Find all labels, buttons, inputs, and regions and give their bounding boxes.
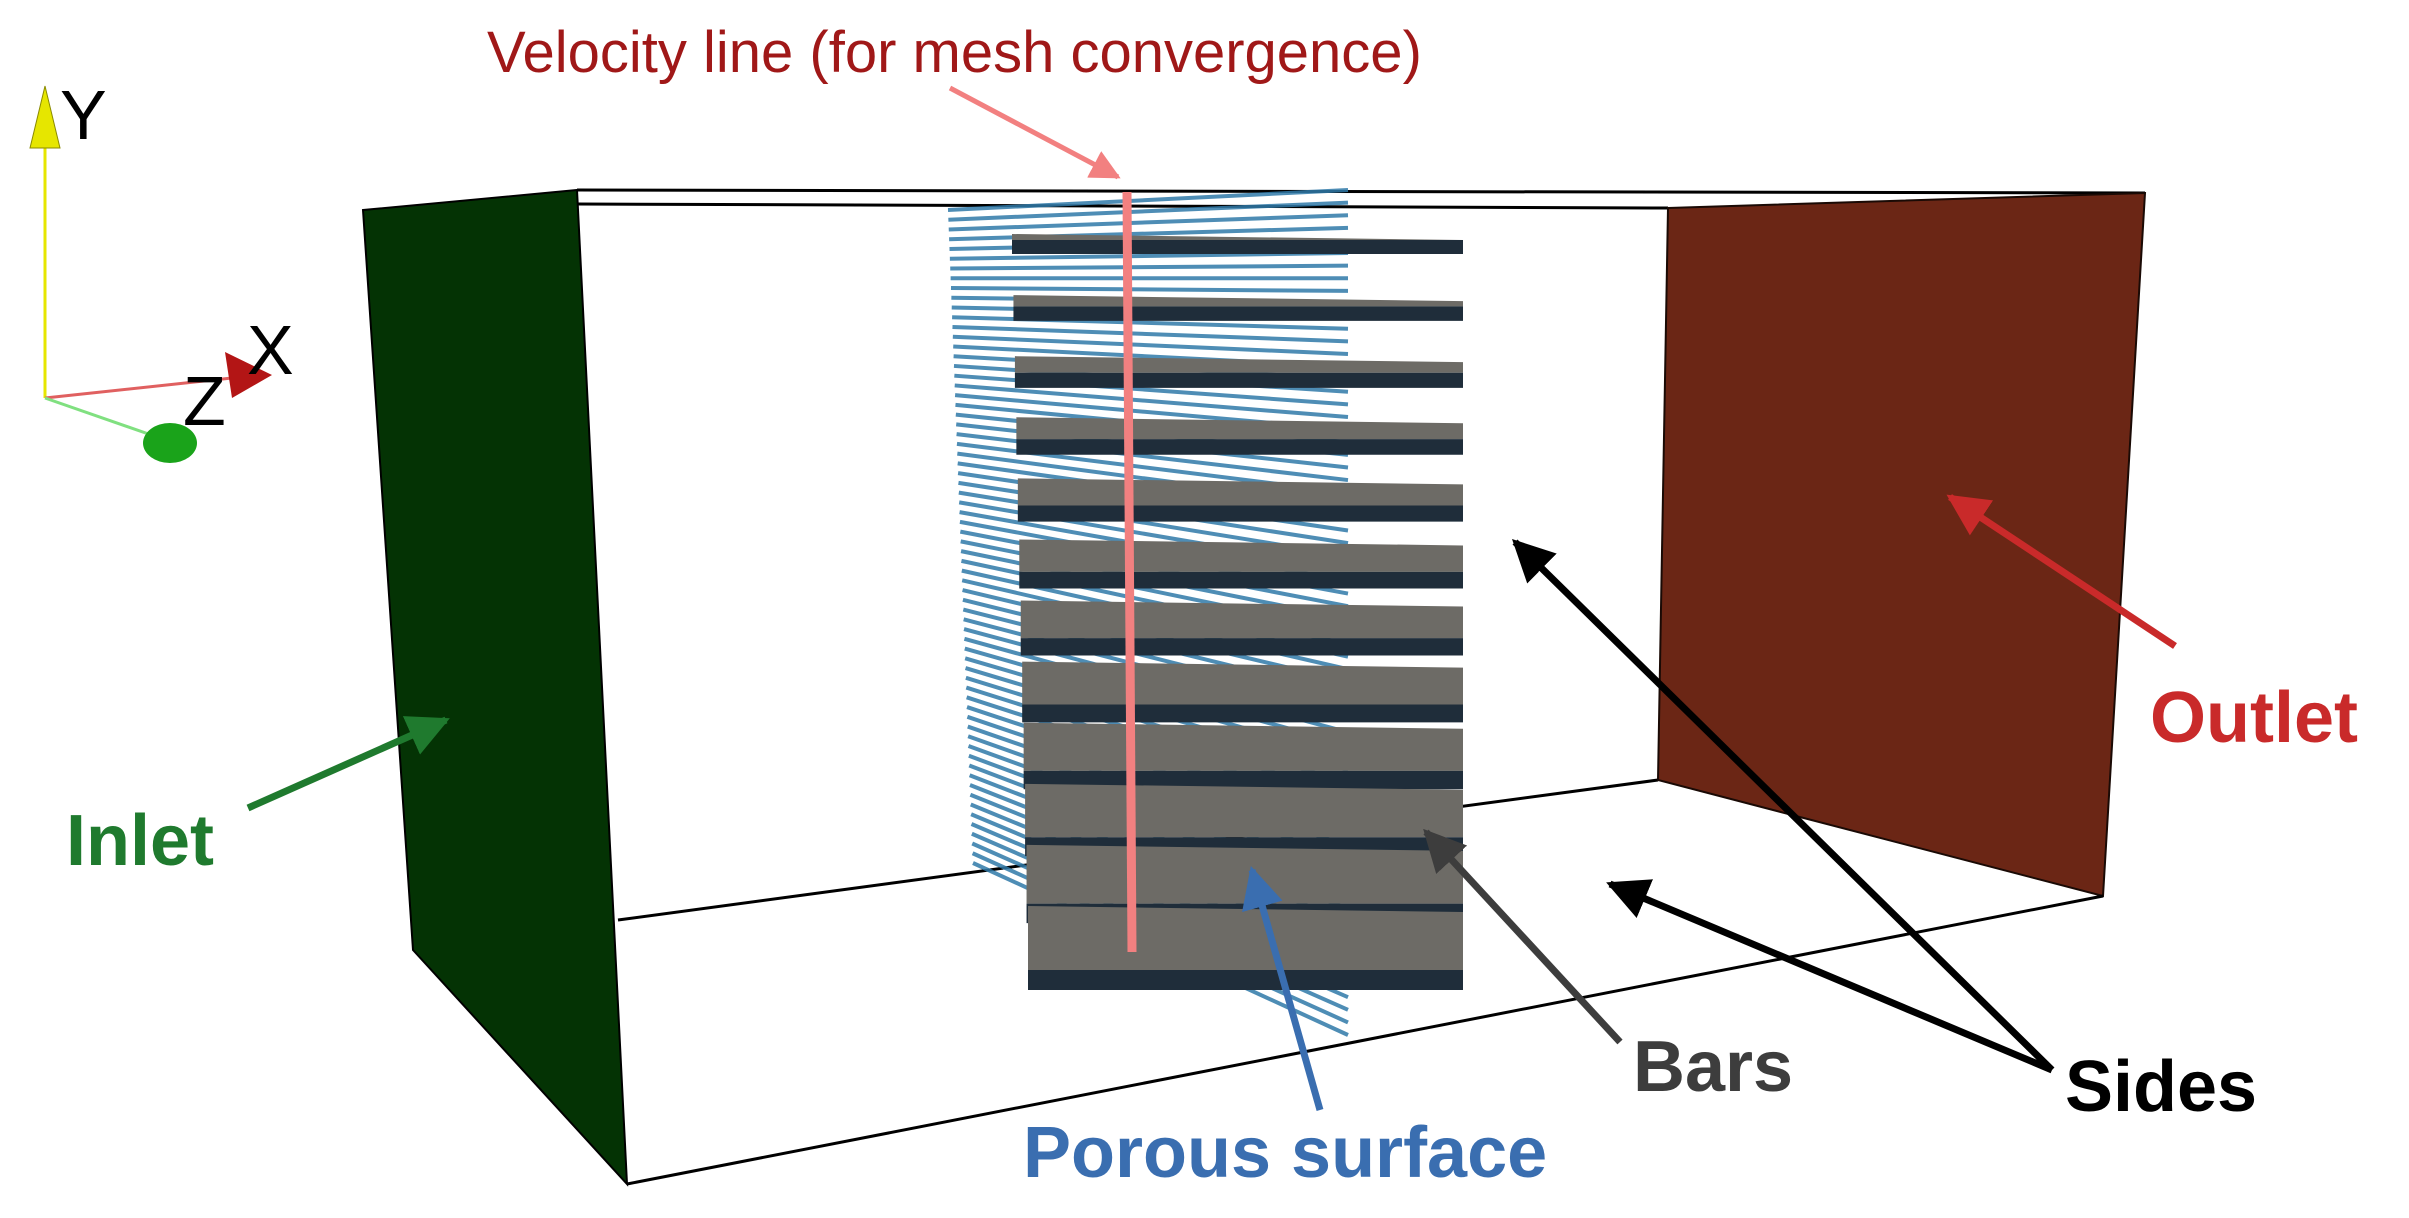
- axis-x-line: [44, 376, 233, 400]
- velocity-arrow: [948, 85, 1121, 180]
- bar: [1019, 539, 1463, 589]
- bars-arrow: [1423, 828, 1623, 1045]
- inlet-label: Inlet: [66, 801, 215, 881]
- bar: [1025, 783, 1463, 857]
- bar: [1016, 417, 1463, 455]
- bar-top-face: [1023, 722, 1463, 771]
- bar: [1017, 478, 1463, 522]
- domain-box-front: [626, 894, 2104, 1186]
- bar-front-face: [1016, 439, 1463, 455]
- bar-front-face: [1017, 505, 1463, 522]
- bar-front-face: [1028, 970, 1463, 990]
- porous-line: [954, 383, 1349, 420]
- bar-top-face: [1014, 356, 1463, 373]
- bar: [1012, 234, 1463, 254]
- porous-line: [952, 334, 1349, 356]
- axis-x-label: X: [247, 311, 294, 389]
- outlet-face: [1656, 191, 2147, 898]
- porous-line: [947, 188, 1349, 212]
- axes-triad: [29, 85, 272, 463]
- bar-front-face: [1013, 306, 1463, 321]
- bar-top-face: [1017, 478, 1463, 506]
- bar-top-face: [1028, 906, 1463, 970]
- bar-top-face: [1025, 783, 1463, 838]
- bar: [1014, 356, 1463, 388]
- porous-surface-label: Porous surface: [1023, 1113, 1548, 1193]
- porous-line: [948, 200, 1349, 222]
- bar-front-face: [1019, 571, 1463, 589]
- bar: [1022, 661, 1463, 723]
- porous-line: [948, 213, 1349, 232]
- sides-arrow-upper: [1512, 539, 2055, 1073]
- bar-front-face: [1022, 704, 1463, 723]
- sides-label: Sides: [2065, 1047, 2258, 1127]
- porous-line: [950, 285, 1349, 293]
- axis-z-cone: [143, 423, 197, 463]
- bar-front-face: [1014, 372, 1463, 388]
- axis-z-label: Z: [183, 362, 226, 440]
- porous-line: [952, 324, 1349, 344]
- inlet-face: [361, 188, 629, 1187]
- axis-y-label: Y: [60, 76, 107, 154]
- bars-label: Bars: [1633, 1027, 1794, 1107]
- bar: [1020, 600, 1463, 656]
- axis-z-line: [44, 396, 161, 440]
- bar: [1013, 295, 1463, 321]
- sides-arrow-lower: [1606, 879, 2054, 1074]
- bar-top-face: [1016, 417, 1463, 440]
- bar-top-face: [1022, 661, 1463, 705]
- bar-top-face: [1020, 600, 1463, 639]
- axis-y-cone: [29, 85, 61, 149]
- bar-front-face: [1012, 240, 1463, 254]
- bar-top-face: [1019, 539, 1463, 572]
- porous-line: [949, 251, 1349, 261]
- bar-top-face: [1013, 295, 1463, 307]
- bar-top-face: [1026, 844, 1463, 904]
- bar: [1028, 906, 1463, 990]
- inlet-arrow: [246, 716, 450, 812]
- bar: [1023, 722, 1463, 790]
- bar-front-face: [1020, 638, 1463, 656]
- porous-arrow: [1242, 865, 1324, 1111]
- porous-line: [950, 263, 1349, 271]
- outlet-label: Outlet: [2150, 678, 2358, 758]
- velocity-line-label: Velocity line (for mesh convergence): [487, 20, 1422, 85]
- velocity-line: [1122, 191, 1137, 953]
- axis-x-cone: [225, 352, 272, 398]
- outlet-arrow: [1946, 494, 2177, 649]
